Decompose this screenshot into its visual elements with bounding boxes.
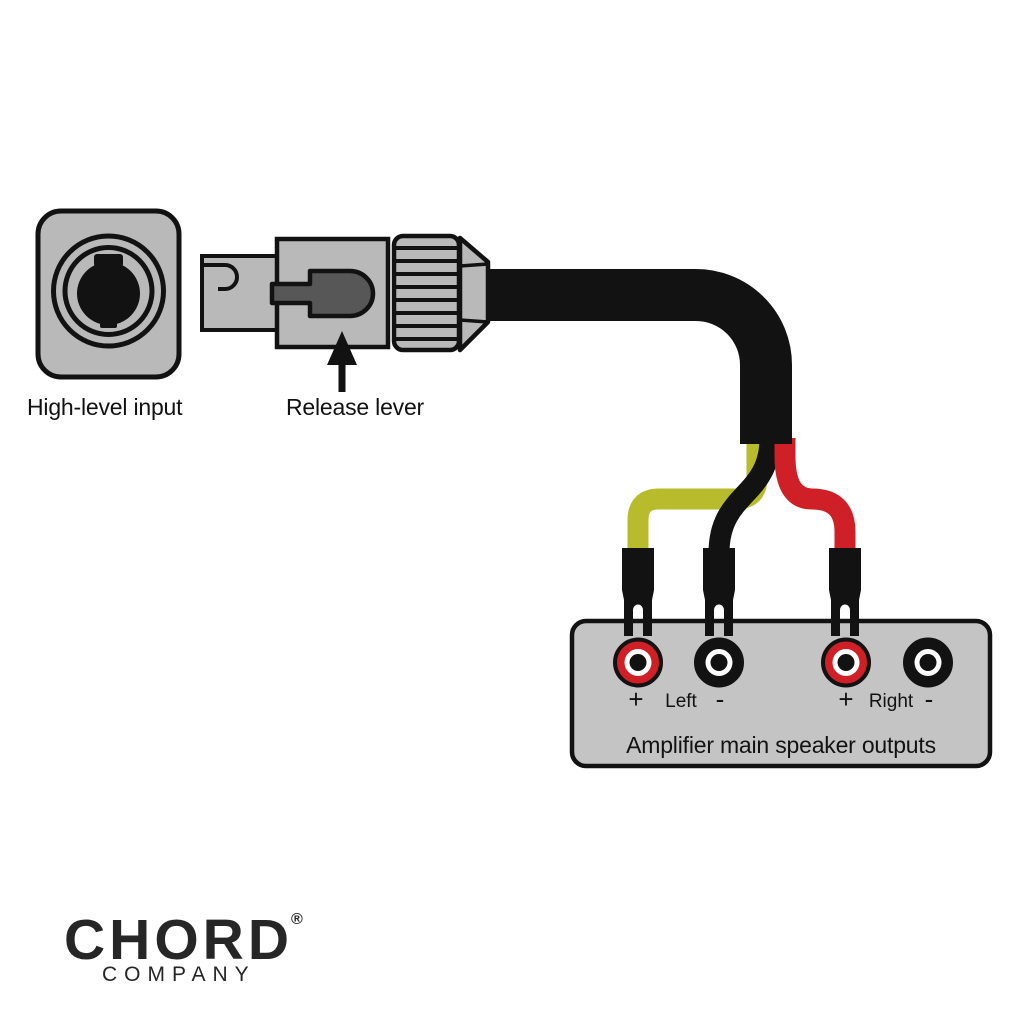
socket-keyway-icon bbox=[77, 254, 140, 328]
amplifier-panel bbox=[569, 618, 993, 769]
logo-brand-text: CHORD bbox=[64, 908, 293, 972]
socket-outer-ring bbox=[51, 233, 166, 349]
right-channel-label: Right bbox=[868, 691, 914, 712]
left-minus-label: - bbox=[715, 684, 725, 714]
right-minus-label: - bbox=[924, 684, 934, 714]
plug-tip bbox=[200, 254, 281, 332]
speakon-plug-icon bbox=[200, 233, 491, 353]
socket-inner-ring bbox=[62, 245, 155, 337]
plug-tip-notch bbox=[203, 263, 239, 291]
binding-post-right-negative bbox=[903, 637, 953, 688]
binding-post-right-positive bbox=[821, 637, 871, 688]
release-lever-label: Release lever bbox=[285, 394, 425, 420]
wire-red bbox=[774, 438, 856, 553]
wire-black bbox=[708, 437, 781, 554]
spade-terminal-icon bbox=[829, 548, 861, 636]
collar-creases bbox=[459, 262, 489, 324]
amplifier-outputs-label: Amplifier main speaker outputs bbox=[626, 732, 936, 758]
locking-ring-ribs bbox=[396, 246, 457, 341]
locking-ring bbox=[391, 233, 462, 353]
binding-post-left-positive bbox=[613, 637, 663, 688]
release-lever-arrow-icon bbox=[327, 331, 357, 392]
right-plus-label: + bbox=[838, 684, 854, 714]
spade-terminal-icon bbox=[703, 548, 735, 636]
registered-trademark-icon: ® bbox=[291, 911, 303, 928]
spade-terminal-icon bbox=[622, 548, 654, 636]
release-lever bbox=[269, 268, 376, 319]
binding-post-left-negative bbox=[694, 637, 744, 688]
logo-subtitle-text: COMPANY bbox=[102, 963, 256, 986]
speaker-cable bbox=[483, 269, 792, 444]
strain-relief-collar bbox=[457, 235, 491, 353]
high-level-input-socket bbox=[35, 208, 182, 380]
left-plus-label: + bbox=[628, 684, 644, 714]
left-channel-label: Left bbox=[665, 691, 697, 712]
high-level-input-label: High-level input bbox=[27, 394, 183, 420]
